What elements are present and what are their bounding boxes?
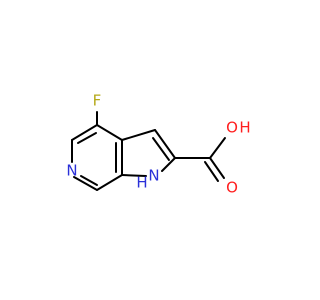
pyrrole-hydrogen-label: H [136,174,147,192]
bond-carboxyl-carbonyl [209,157,225,179]
bond-c4-c3a [96,124,123,141]
pyrrole-nitrogen-label: N [148,167,159,185]
bond-n6-c7 [73,176,98,191]
bond-c7-c7a [96,174,123,191]
bond-carboxyl-hydroxyl [209,137,226,159]
structure-drawing: F N N H O H O [66,92,250,197]
atom-labels: F N N H O H O [66,92,250,197]
carbonyl-oxygen-label: O [226,179,238,197]
hydroxyl-hydrogen-label: H [239,119,250,137]
bond-lines [71,111,226,191]
molecule-canvas: F N N H O H O [66,91,251,197]
bond-c4-c5-double [77,132,97,144]
bond-c2-n1 [161,157,176,172]
bond-c3-c2 [154,129,176,159]
hydroxyl-oxygen-label: O [226,119,238,137]
bond-c3a-c3 [121,129,156,141]
fluorine-label: F [93,92,102,110]
bond-c3-c2-double [152,137,170,161]
pyridine-nitrogen-label: N [66,162,77,180]
bond-n6-c7-double [80,175,98,186]
bond-carboxyl-carbonyl-double [204,161,219,182]
bond-n1-c7a [121,174,147,177]
bond-c4-c5 [71,124,98,141]
